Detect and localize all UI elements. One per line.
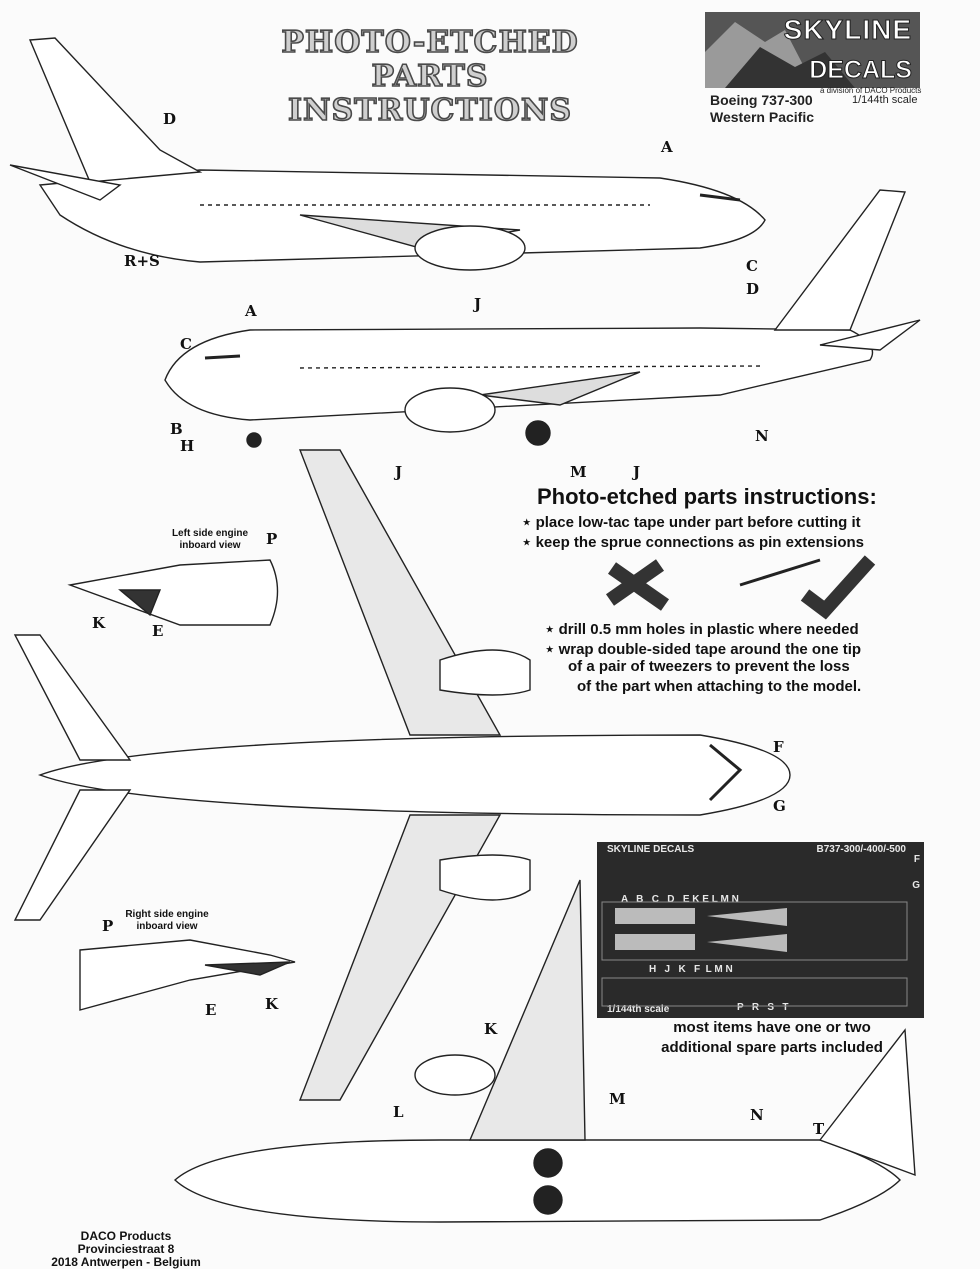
instruction-5: of a pair of tweezers to prevent the los… <box>568 658 850 675</box>
address-line3: 2018 Antwerpen - Belgium <box>51 1255 201 1269</box>
label-G-top: G <box>773 797 786 815</box>
fret-row3-labels: P R S T <box>737 1002 789 1013</box>
address-line2: Provinciestraat 8 <box>77 1242 175 1256</box>
label-K-left: K <box>92 614 106 632</box>
fret-scale: 1/144th scale <box>607 1004 670 1015</box>
photo-etch-fret: SKYLINE DECALS B737-300/-400/-500 F G A … <box>597 842 924 1018</box>
instruction-1: ⋆ place low-tac tape under part before c… <box>522 514 861 531</box>
label-K-right: K <box>265 995 279 1013</box>
label-L-bottom: L <box>393 1103 404 1121</box>
label-A-top: A <box>661 138 673 156</box>
skyline-logo: SKYLINE DECALS <box>705 12 920 88</box>
left-engine-caption: Left side engine inboard view <box>171 528 249 551</box>
bottom-view <box>173 879 916 1223</box>
label-E-left: E <box>152 622 164 640</box>
fret-label-G: G <box>912 880 920 891</box>
address-line1: DACO Products <box>80 1229 172 1243</box>
fret-model: B737-300/-400/-500 <box>816 844 906 855</box>
aircraft-model: Boeing 737-300 Western Pacific <box>710 92 814 126</box>
instruction-4: ⋆ wrap double-sided tape around the one … <box>545 641 862 658</box>
label-D-top: D <box>163 110 177 128</box>
instruction-2: ⋆ keep the sprue connections as pin exte… <box>522 534 864 551</box>
fret-parts-graphic <box>601 901 908 1007</box>
label-N-side: N <box>755 427 769 445</box>
instruction-3-text: drill 0.5 mm holes in plastic where need… <box>558 621 859 638</box>
label-H: H <box>180 437 195 455</box>
side-view-left <box>164 189 921 448</box>
label-J-top: J <box>474 295 482 313</box>
top-view <box>13 449 791 1101</box>
model-line2: Western Pacific <box>710 109 815 125</box>
page-title-line1: PHOTO-ETCHED PARTS <box>281 25 579 95</box>
label-M-bottom: M <box>609 1090 626 1108</box>
logo-subtitle: a division of DACO Products <box>820 86 922 95</box>
page-title-line2: INSTRUCTIONS <box>287 93 572 129</box>
label-A-left: A <box>245 302 257 320</box>
label-T-bottom: T <box>813 1120 825 1138</box>
fret-row2-labels: H J K F L M N <box>649 964 733 975</box>
fret-label-F: F <box>913 854 920 865</box>
spare-note-line2: additional spare parts included <box>661 1039 883 1056</box>
label-C-right: C <box>746 257 758 275</box>
label-B: B <box>170 420 183 438</box>
label-J-right: J <box>633 463 641 481</box>
label-J-left: J <box>395 463 403 481</box>
spare-parts-note: most items have one or two additional sp… <box>622 1018 922 1058</box>
model-line1: Boeing 737-300 <box>710 92 813 108</box>
label-RS: R+S <box>124 252 160 270</box>
cut-illustration <box>605 555 876 620</box>
label-N-bottom: N <box>750 1106 764 1124</box>
instruction-4-text: wrap double-sided tape around the one ti… <box>558 641 862 658</box>
label-P-right: P <box>102 917 114 935</box>
spare-note-line1: most items have one or two <box>673 1019 871 1036</box>
right-engine-caption: Right side engine inboard view <box>125 909 209 932</box>
logo-text-decals: DECALS <box>809 56 913 85</box>
label-M-side: M <box>570 463 587 481</box>
fret-row1-labels: A B C D E K E L M N <box>621 894 739 905</box>
side-view-right <box>9 37 766 271</box>
logo-text-skyline: SKYLINE <box>783 14 912 46</box>
label-D-right: D <box>746 280 760 298</box>
engine-inboard-views <box>67 559 296 1011</box>
logo-mountain-icon <box>705 22 855 88</box>
label-E-right: E <box>205 1001 217 1019</box>
label-F-top: F <box>773 738 784 756</box>
instruction-3: ⋆ drill 0.5 mm holes in plastic where ne… <box>545 621 859 638</box>
instruction-2-text: keep the sprue connections as pin extens… <box>535 534 864 551</box>
fret-brand: SKYLINE DECALS <box>607 844 695 855</box>
label-P-left: P <box>266 530 278 548</box>
instruction-1-text: place low-tac tape under part before cut… <box>535 514 861 531</box>
company-address: DACO Products Provinciestraat 8 2018 Ant… <box>46 1230 206 1269</box>
label-C-left: C <box>180 335 192 353</box>
instruction-6: of the part when attaching to the model. <box>577 678 862 695</box>
model-scale: 1/144th scale <box>852 94 918 106</box>
label-K-bottom: K <box>484 1020 498 1038</box>
instructions-heading: Photo-etched parts instructions: <box>537 484 877 509</box>
page-title: PHOTO-ETCHED PARTS INSTRUCTIONS <box>230 25 630 129</box>
